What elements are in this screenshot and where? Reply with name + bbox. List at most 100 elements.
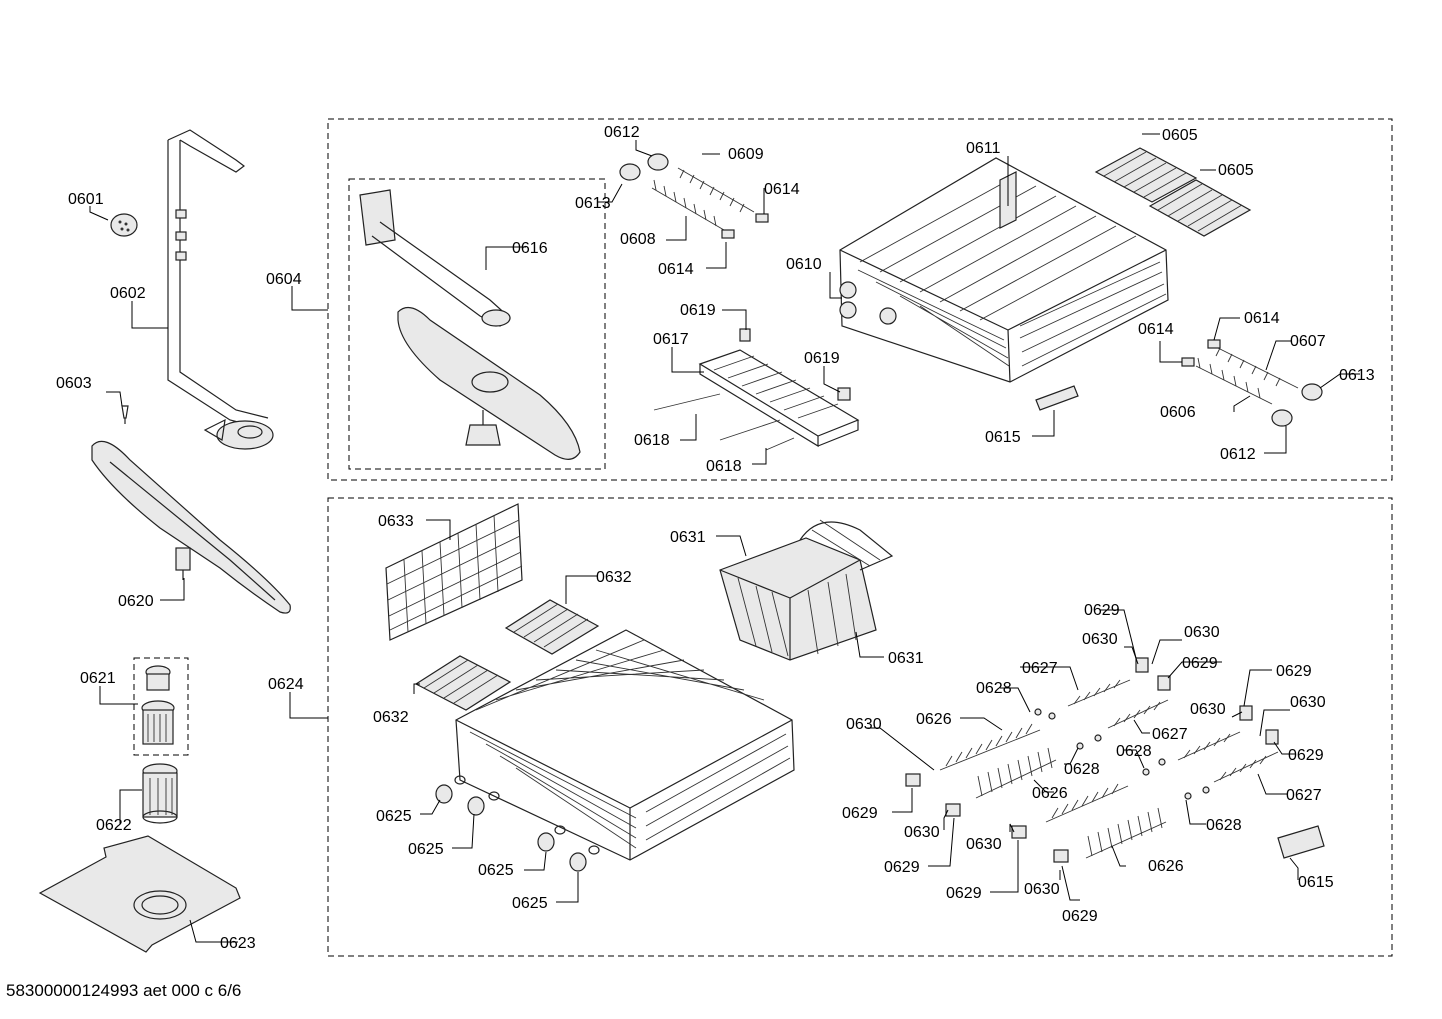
label-0614: 0614 <box>764 181 800 198</box>
label-0621: 0621 <box>80 670 116 687</box>
cup-shelf-part <box>698 349 860 448</box>
label-0626: 0626 <box>1148 858 1184 875</box>
label-0613: 0613 <box>575 195 611 212</box>
label-0605: 0605 <box>1218 162 1254 179</box>
lower-basket-group-box <box>327 497 1393 957</box>
label-0627: 0627 <box>1152 726 1188 743</box>
screw-part <box>121 405 129 424</box>
label-0614: 0614 <box>658 261 694 278</box>
shelf-clips-part <box>739 328 851 401</box>
label-0631: 0631 <box>888 650 924 667</box>
tine-fittings-part <box>905 657 1279 863</box>
tine-rows-top-part <box>651 167 755 231</box>
label-0615: 0615 <box>985 429 1021 446</box>
label-0629: 0629 <box>1062 908 1098 925</box>
label-0629: 0629 <box>884 859 920 876</box>
upper-spray-arm-part <box>359 189 581 460</box>
clips-top-part <box>721 213 769 239</box>
label-0630: 0630 <box>1184 624 1220 641</box>
label-0618: 0618 <box>706 458 742 475</box>
folding-grid-part <box>385 503 523 641</box>
part-labels: 0601 0602 0603 0604 0605 0605 0606 0607 … <box>56 124 1375 952</box>
label-0612: 0612 <box>1220 446 1256 463</box>
label-0628: 0628 <box>1064 761 1100 778</box>
label-0630: 0630 <box>966 836 1002 853</box>
label-0627: 0627 <box>1286 787 1322 804</box>
label-0628: 0628 <box>1206 817 1242 834</box>
nozzle-cap-part <box>110 213 138 237</box>
label-0623: 0623 <box>220 935 256 952</box>
label-0605: 0605 <box>1162 127 1198 144</box>
label-0610: 0610 <box>786 256 822 273</box>
lower-wheels-part <box>435 775 600 872</box>
lower-spray-arm-part <box>91 440 291 614</box>
label-0630: 0630 <box>1082 631 1118 648</box>
filter-subgroup-box <box>133 657 189 756</box>
label-0620: 0620 <box>118 593 154 610</box>
label-0608: 0608 <box>620 231 656 248</box>
label-0630: 0630 <box>904 824 940 841</box>
label-0607: 0607 <box>1290 333 1326 350</box>
label-0628: 0628 <box>976 680 1012 697</box>
label-0614: 0614 <box>1244 310 1280 327</box>
label-0617: 0617 <box>653 331 689 348</box>
label-0604: 0604 <box>266 271 302 288</box>
wheel-bracket-top-part <box>619 153 669 181</box>
label-0629: 0629 <box>1084 602 1120 619</box>
leader-lines <box>89 133 1360 943</box>
label-0614: 0614 <box>1138 321 1174 338</box>
flat-filter-part <box>38 835 241 953</box>
fine-filter-part <box>141 665 175 745</box>
label-0613: 0613 <box>1339 367 1375 384</box>
label-0618: 0618 <box>634 432 670 449</box>
label-0602: 0602 <box>110 285 146 302</box>
label-0632: 0632 <box>373 709 409 726</box>
label-0631: 0631 <box>670 529 706 546</box>
label-0628: 0628 <box>1116 743 1152 760</box>
label-0629: 0629 <box>842 805 878 822</box>
label-0625: 0625 <box>512 895 548 912</box>
rack-inserts-part <box>1094 147 1252 237</box>
label-0629: 0629 <box>1276 663 1312 680</box>
supply-pipe-part <box>167 129 274 450</box>
cutlery-basket-part <box>719 519 894 661</box>
upper-basket-part <box>839 157 1169 383</box>
label-0611: 0611 <box>966 140 1001 157</box>
spray-arm-subgroup-box <box>348 178 606 470</box>
label-0632: 0632 <box>596 569 632 586</box>
label-0606: 0606 <box>1160 404 1196 421</box>
label-0630: 0630 <box>846 716 882 733</box>
label-0629: 0629 <box>946 885 982 902</box>
label-0622: 0622 <box>96 817 132 834</box>
label-0619: 0619 <box>804 350 840 367</box>
label-0630: 0630 <box>1190 701 1226 718</box>
label-0629: 0629 <box>1288 747 1324 764</box>
label-0626: 0626 <box>916 711 952 728</box>
basket-handle-part <box>1035 385 1325 859</box>
label-0601: 0601 <box>68 191 104 208</box>
label-0630: 0630 <box>1024 881 1060 898</box>
label-0612: 0612 <box>604 124 640 141</box>
cup-hooks-part <box>653 393 795 451</box>
lower-tine-rows-part <box>939 679 1279 859</box>
label-0609: 0609 <box>728 146 764 163</box>
lower-rack-inserts-part <box>414 599 600 711</box>
lower-basket-part <box>455 629 795 861</box>
label-0629: 0629 <box>1182 655 1218 672</box>
label-0627: 0627 <box>1022 660 1058 677</box>
micro-filter-part <box>142 763 178 824</box>
label-0615: 0615 <box>1298 874 1334 891</box>
label-0603: 0603 <box>56 375 92 392</box>
label-0625: 0625 <box>408 841 444 858</box>
upper-basket-group-box <box>327 118 1393 481</box>
label-0633: 0633 <box>378 513 414 530</box>
label-0616: 0616 <box>512 240 548 257</box>
tine-rows-right-part <box>1181 339 1323 427</box>
label-0619: 0619 <box>680 302 716 319</box>
label-0625: 0625 <box>478 862 514 879</box>
label-0630: 0630 <box>1290 694 1326 711</box>
label-0624: 0624 <box>268 676 304 693</box>
label-0626: 0626 <box>1032 785 1068 802</box>
label-0625: 0625 <box>376 808 412 825</box>
